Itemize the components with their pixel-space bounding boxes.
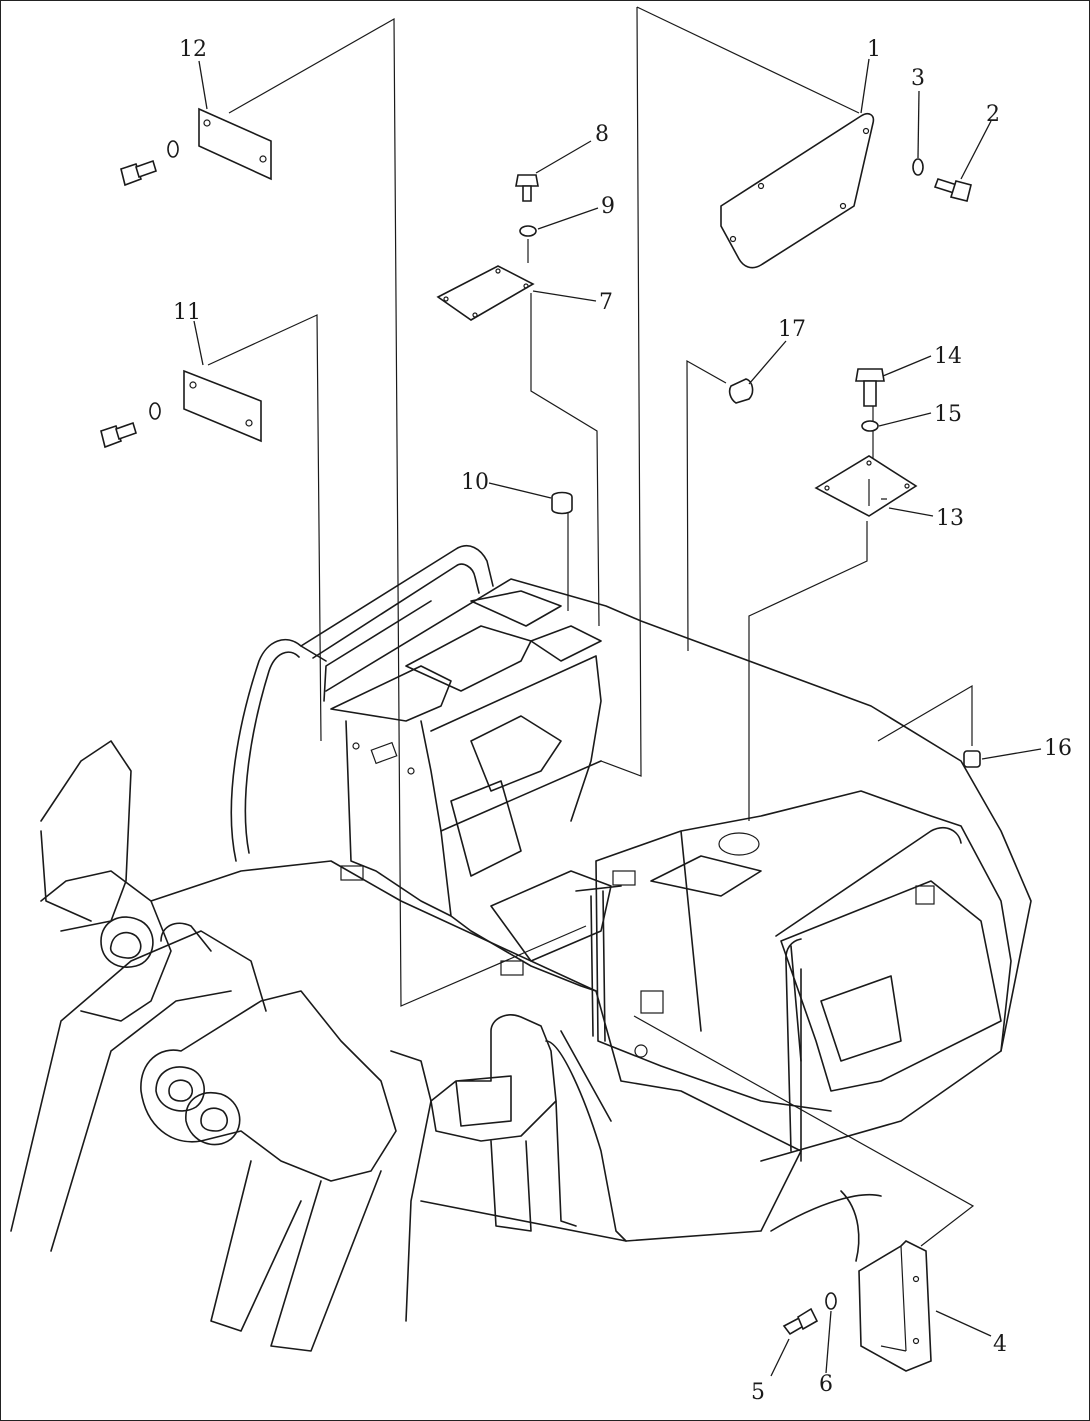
left-handrail [230,638,327,862]
left-lift-arm [10,930,267,1252]
upper-deck [325,578,1032,1162]
deck-hatch-4 [530,625,602,662]
part-13-plate [814,455,918,517]
pin-left [155,1066,205,1112]
label-9: 9 [601,194,615,219]
part-9-washer [519,225,537,237]
label-15: 15 [934,402,962,427]
step-post [575,885,622,1042]
label-4: 4 [993,1332,1007,1357]
part-7-plate [436,265,535,321]
right-cab-housing [595,790,1012,1112]
assembly-guide-lines [207,6,975,1247]
left-boom-bracket [40,740,132,932]
part-16-nut [963,750,981,768]
deck-hatch-3 [470,590,562,627]
label-16: 16 [1044,736,1072,761]
label-1: 1 [867,37,881,62]
part-15-washer [861,420,879,432]
part-6-washer [825,1292,837,1310]
part-11-bolt [100,402,161,449]
part-1-cover-plate [720,113,875,269]
center-bracket [430,1014,557,1142]
label-3: 3 [911,66,925,91]
part-12-bolt [120,140,179,187]
deck-hatch-1 [330,665,452,722]
part-14-bolt [855,368,885,407]
center-arm [140,990,397,1182]
label-10: 10 [461,470,489,495]
pin-right [185,1092,241,1146]
label-11: 11 [173,300,201,325]
label-12: 12 [179,37,207,62]
part-12-plate [198,107,272,181]
label-5: 5 [751,1380,765,1405]
part-11-plate [183,369,262,443]
right-window [780,880,1002,1092]
part-2-bolt [933,178,972,202]
label-7: 7 [599,290,613,315]
top-handrail [300,545,494,659]
label-8: 8 [595,122,609,147]
machine-body [10,545,1032,1352]
label-6: 6 [819,1372,833,1397]
deck-hatch-2 [405,625,532,692]
part-10-cap [551,491,573,515]
leader-lines [193,58,1042,1377]
label-14: 14 [934,344,962,369]
part-5-bolt [782,1307,819,1336]
box-front-panel [345,720,597,992]
part-4-bracket [858,1240,932,1372]
part-8-bolt [515,174,539,202]
label-13: 13 [936,506,964,531]
part-labels: 12 11 1 3 2 8 9 7 17 14 15 10 13 16 4 5 … [173,37,1072,1405]
label-2: 2 [986,102,1000,127]
part-3-washer [912,158,924,176]
label-17: 17 [778,317,806,342]
part-17-plug [728,378,754,404]
right-handrail [775,827,962,1162]
